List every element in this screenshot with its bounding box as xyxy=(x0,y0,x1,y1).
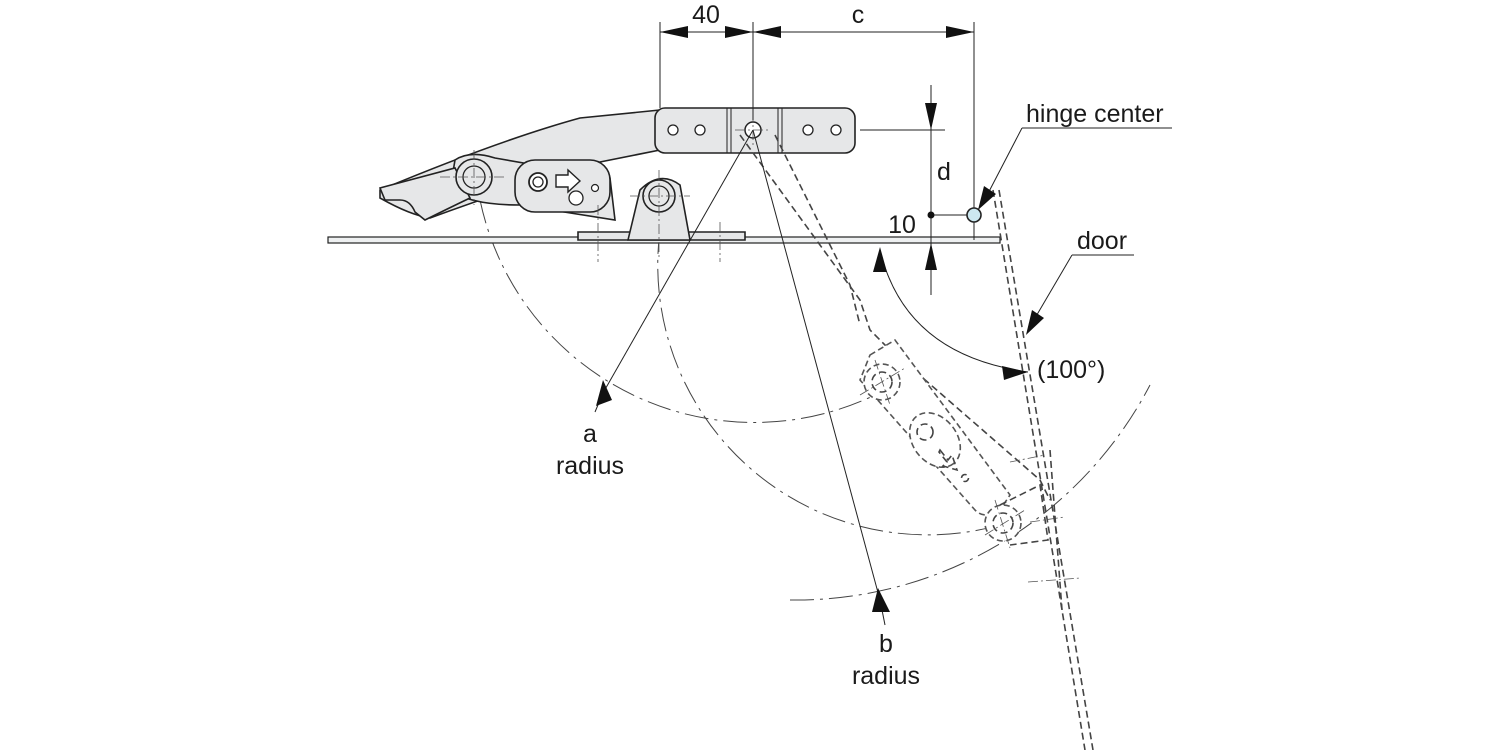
dim-10-label: 10 xyxy=(888,211,916,239)
radius-b-letter: b xyxy=(879,630,893,658)
radius-b-arc-inner xyxy=(657,229,1001,536)
radius-a-word: radius xyxy=(556,452,624,480)
dim-d-label: d xyxy=(937,158,951,186)
open-body xyxy=(908,411,962,469)
radius-b-arc-outer xyxy=(789,384,1151,601)
door-edge-1 xyxy=(1049,449,1063,611)
open-pivot-2 xyxy=(984,504,1022,542)
plate-hole-3 xyxy=(802,124,814,136)
door xyxy=(992,189,1094,750)
angle-arc xyxy=(879,249,1029,373)
hook-lever xyxy=(378,167,472,221)
plate-hole-1 xyxy=(667,124,679,136)
hinge-closed xyxy=(378,107,856,262)
radius-b-word: radius xyxy=(852,662,920,690)
angle-label: (100°) xyxy=(1037,356,1105,384)
door-leader xyxy=(1026,254,1134,335)
opening-angle xyxy=(873,247,1029,380)
radius-b-arrow xyxy=(872,588,890,612)
open-lower-arm xyxy=(774,134,861,326)
plate-hole-4 xyxy=(830,124,842,136)
dim-40-label: 40 xyxy=(692,1,720,29)
radius-lines xyxy=(594,129,890,626)
door-face-1 xyxy=(992,189,1086,750)
radius-a-letter: a xyxy=(583,420,597,448)
plate-hole-2 xyxy=(694,124,706,136)
open-arrow-icon xyxy=(938,448,959,472)
dim-c-label: c xyxy=(852,1,865,29)
hinge-center-point xyxy=(966,207,982,223)
door-face-2 xyxy=(998,189,1094,750)
swing-arcs xyxy=(479,199,1151,601)
dimension-side xyxy=(860,85,1000,295)
hinge-center-marker xyxy=(966,127,1172,223)
radius-a-arc xyxy=(479,199,876,423)
open-bracket xyxy=(999,483,1049,546)
radius-b-line xyxy=(752,129,881,601)
arrow-icon xyxy=(555,168,582,194)
radius-a-arrow xyxy=(596,380,612,406)
open-upper-arm xyxy=(739,134,1051,501)
dimension-top xyxy=(659,22,975,240)
hinge-center-label: hinge center xyxy=(1026,100,1164,128)
radius-a-line xyxy=(602,129,754,394)
labels: 40 c d 10 hinge center door (100°) a rad… xyxy=(556,1,1164,690)
hinge-open xyxy=(739,134,1081,583)
door-label: door xyxy=(1077,227,1127,255)
